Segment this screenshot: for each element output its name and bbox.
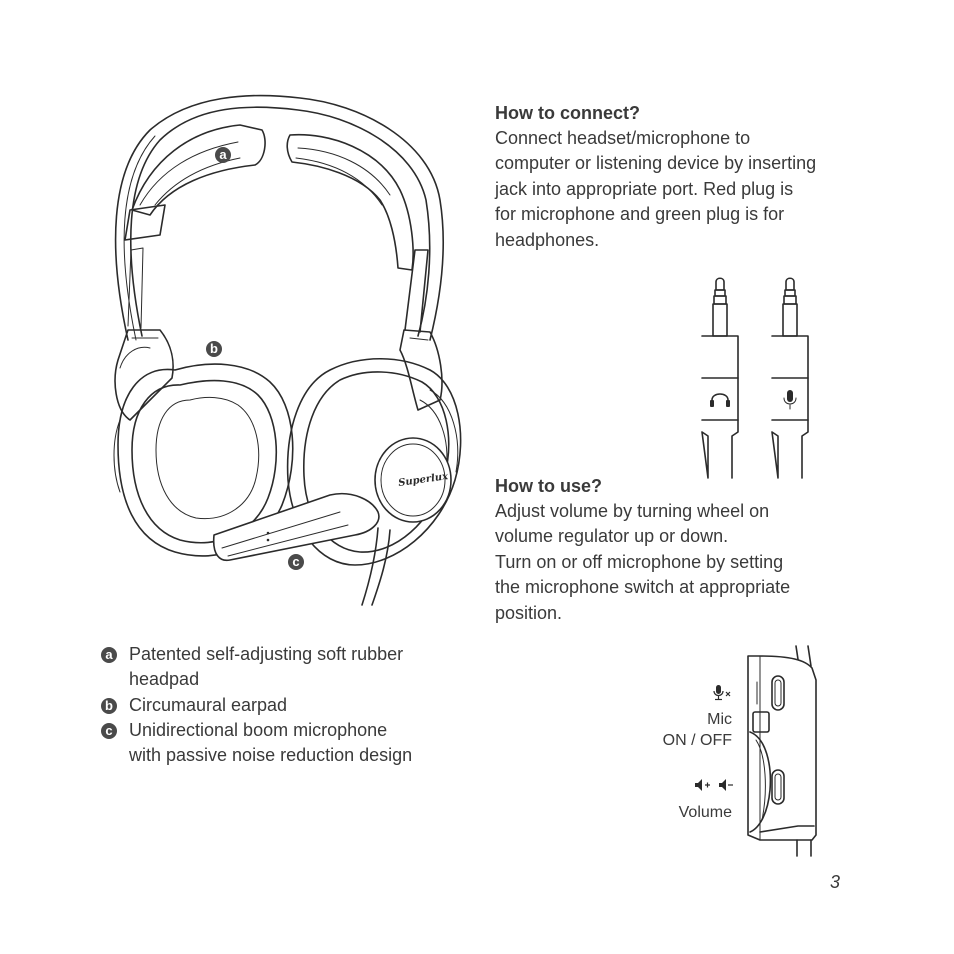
connect-heading: How to connect? [495,103,640,123]
legend-badge-c: c [101,723,117,739]
legend-item-b: b Circumaural earpad [101,693,459,718]
legend-badge-b: b [101,698,117,714]
legend-text-a-1: Patented self-adjusting soft rubber [129,644,404,664]
connect-line-5: headphones. [495,229,600,250]
legend-text-c-2: with passive noise reduction design [129,745,413,766]
mic-mute-icon [713,685,731,701]
legend-item-c: c Unidirectional boom microphone with pa… [101,718,459,769]
inline-controller-illustration [747,645,817,857]
use-heading: How to use? [495,476,602,496]
use-line-1: Adjust volume by turning wheel on [495,501,770,521]
connect-section: How to connect? Connect headset/micropho… [495,101,875,253]
use-line-2: volume regulator up or down. [495,526,729,547]
microphone-icon [783,390,797,410]
microphone-plug [771,277,809,479]
plugs-illustration [701,277,809,479]
connect-line-4: for microphone and green plug is for [495,204,785,225]
mic-label: Mic [707,711,732,728]
callout-b: b [206,341,222,357]
connect-line-3: jack into appropriate port. Red plug is [495,178,794,199]
mic-state-label: ON / OFF [662,732,732,749]
headphone-plug [701,277,739,479]
callout-c: c [288,554,304,570]
headset-illustration: Superlux [113,94,462,606]
legend-text-a-2: headpad [129,669,200,690]
use-line-4: the microphone switch at appropriate [495,577,791,598]
use-line-3: Turn on or off microphone by setting [495,551,784,572]
volume-label: Volume [678,804,732,821]
headphones-icon [710,393,730,407]
legend-item-a: a Patented self-adjusting soft rubber he… [101,642,459,693]
use-line-5: position. [495,602,563,623]
connect-line-1: Connect headset/microphone to [495,128,751,148]
legend-badge-a: a [101,647,117,663]
connect-line-2: computer or listening device by insertin… [495,153,817,174]
volume-up-icon [695,779,710,791]
use-section: How to use? Adjust volume by turning whe… [495,474,875,626]
callout-a: a [215,147,231,163]
legend-text-b-1: Circumaural earpad [129,695,288,715]
volume-down-icon [719,779,733,791]
page-number: 3 [830,872,841,892]
legend-text-c-1: Unidirectional boom microphone [129,720,388,740]
